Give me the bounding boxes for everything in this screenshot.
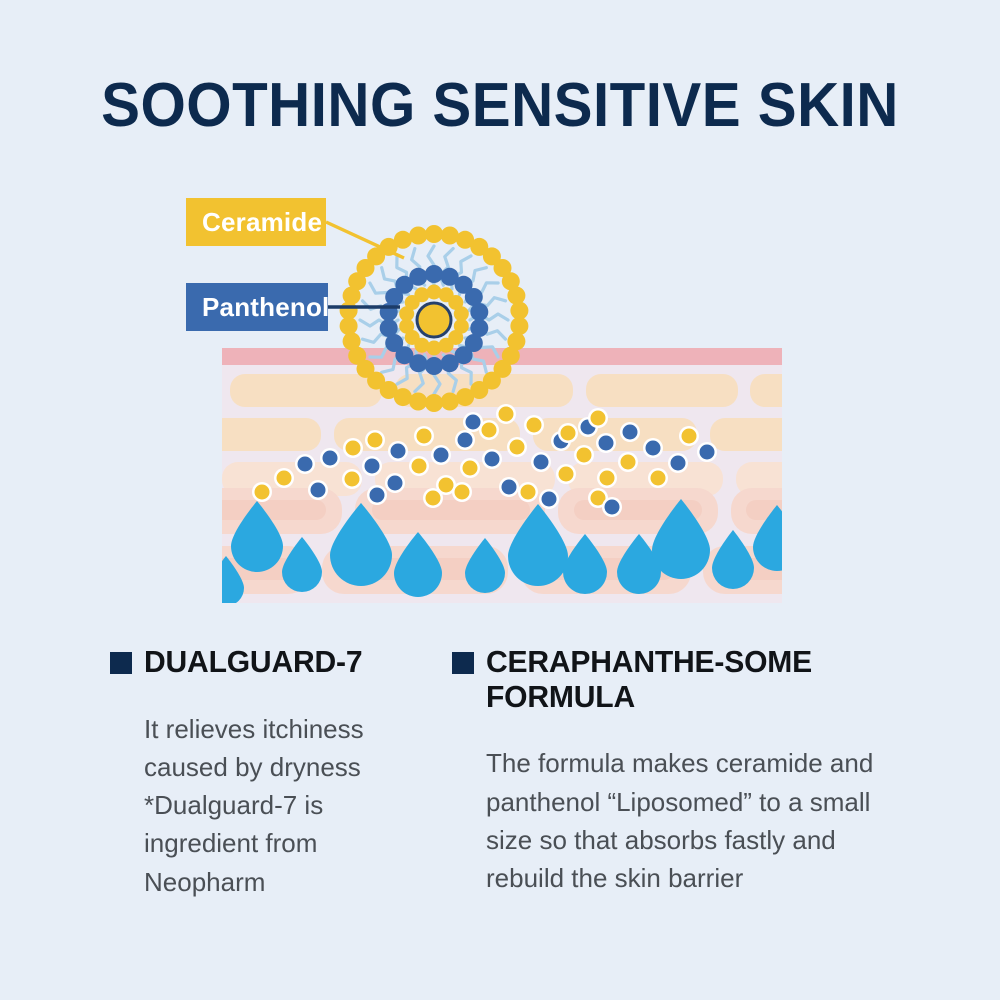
feature-heading-dualguard-text: DUALGUARD-7 bbox=[144, 644, 363, 679]
liposome-outer-ring bbox=[339, 225, 529, 412]
label-chip-panthenol-text: Panthenol bbox=[202, 291, 330, 322]
feature-body-dualguard: It relieves itchiness caused by dryness … bbox=[144, 713, 364, 897]
label-chip-ceramide-text: Ceramide bbox=[202, 206, 323, 237]
liposome-illustration bbox=[339, 225, 529, 412]
skin-panel bbox=[222, 348, 782, 603]
square-bullet-icon bbox=[452, 652, 474, 674]
square-bullet-icon bbox=[110, 652, 132, 674]
feature-body-ceraphanthesome: The formula makes ceramide and panthenol… bbox=[486, 748, 874, 894]
liposome-core bbox=[415, 301, 453, 339]
water-droplets bbox=[222, 499, 782, 603]
feature-heading-dualguard: DUALGUARD-7 bbox=[110, 644, 430, 680]
skin-diagram-svg bbox=[222, 220, 782, 603]
feature-column-ceraphanthesome: CERAPHANTHE-SOME FORMULA The formula mak… bbox=[452, 644, 892, 897]
feature-columns: DUALGUARD-7 It relieves itchiness caused… bbox=[0, 644, 1000, 975]
scattered-particles bbox=[252, 404, 717, 517]
feature-column-dualguard: DUALGUARD-7 It relieves itchiness caused… bbox=[110, 644, 430, 901]
feature-heading-ceraphanthesome: CERAPHANTHE-SOME FORMULA bbox=[452, 644, 892, 714]
label-chip-ceramide[interactable]: Ceramide bbox=[186, 198, 326, 246]
illustration-area bbox=[0, 170, 1000, 620]
liposome-inner-ring bbox=[379, 265, 489, 375]
brick-row-1 bbox=[230, 374, 782, 407]
label-chip-panthenol[interactable]: Panthenol bbox=[186, 283, 330, 331]
ceramide-leader-line bbox=[325, 220, 405, 260]
feature-heading-ceraphanthesome-text: CERAPHANTHE-SOME FORMULA bbox=[486, 644, 813, 714]
page-title: SOOTHING SENSITIVE SKIN bbox=[101, 71, 899, 140]
liposome-core-ring bbox=[399, 284, 469, 356]
